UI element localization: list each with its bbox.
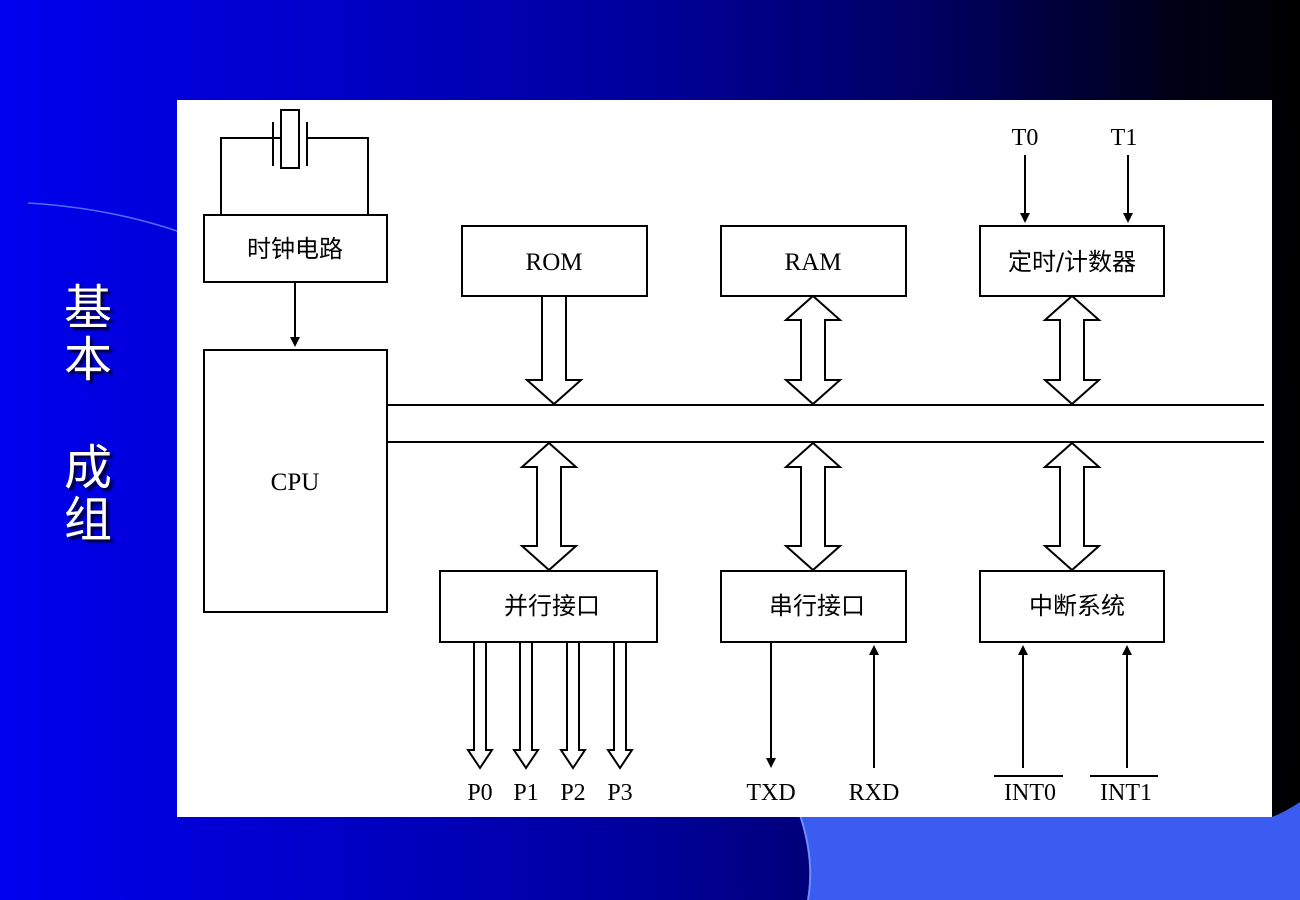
block-diagram: 时钟电路 CPU ROM RAM 定时/计数器 并行接口 串行接口 中断系统 T… bbox=[203, 109, 1264, 806]
p2-label: P2 bbox=[560, 780, 585, 806]
clock-label: 时钟电路 bbox=[247, 235, 343, 263]
p3-port-arrow bbox=[606, 641, 634, 770]
interrupt-label: 中断系统 bbox=[1029, 592, 1125, 620]
crystal-oscillator-icon bbox=[220, 109, 369, 215]
p1-port-arrow bbox=[512, 641, 540, 770]
ram-bus-arrow bbox=[783, 294, 843, 406]
rxd-label: RXD bbox=[849, 780, 900, 806]
side-title: 基 本 成 组 bbox=[40, 282, 136, 546]
serial-port-block bbox=[720, 570, 907, 643]
cpu-label: CPU bbox=[271, 469, 320, 496]
side-title-char-3: 成 bbox=[63, 440, 112, 496]
parallel-label: 并行接口 bbox=[504, 592, 600, 620]
int1-label: INT1 bbox=[1100, 780, 1152, 806]
p0-port-arrow bbox=[466, 641, 494, 770]
interrupt-bus-arrow bbox=[1042, 441, 1102, 572]
side-title-char-1: 基 bbox=[63, 280, 112, 336]
p3-label: P3 bbox=[607, 780, 632, 806]
serial-bus-arrow bbox=[783, 441, 843, 572]
parallel-port-block bbox=[439, 570, 658, 643]
ram-label: RAM bbox=[785, 249, 842, 276]
cpu-block bbox=[203, 349, 388, 613]
decor-corner-shape bbox=[800, 802, 1300, 900]
p0-label: P0 bbox=[467, 780, 492, 806]
p1-label: P1 bbox=[513, 780, 538, 806]
txd-label: TXD bbox=[746, 780, 795, 806]
timer-label: 定时/计数器 bbox=[1008, 248, 1136, 276]
p2-port-arrow bbox=[559, 641, 587, 770]
t0-label: T0 bbox=[1012, 125, 1039, 151]
side-title-char-2: 本 bbox=[63, 332, 112, 388]
diagram-panel: 时钟电路 CPU ROM RAM 定时/计数器 并行接口 串行接口 中断系统 T… bbox=[177, 100, 1272, 817]
rom-label: ROM bbox=[526, 249, 583, 276]
parallel-bus-arrow bbox=[519, 441, 579, 572]
decor-arc-bottom bbox=[799, 814, 812, 900]
serial-label: 串行接口 bbox=[769, 592, 865, 620]
int0-label: INT0 bbox=[1004, 780, 1056, 806]
t1-label: T1 bbox=[1111, 125, 1138, 151]
timer-bus-arrow bbox=[1042, 294, 1102, 406]
decor-arc-left bbox=[27, 202, 181, 233]
rom-bus-arrow bbox=[524, 295, 584, 406]
side-title-char-4: 组 bbox=[63, 492, 112, 548]
